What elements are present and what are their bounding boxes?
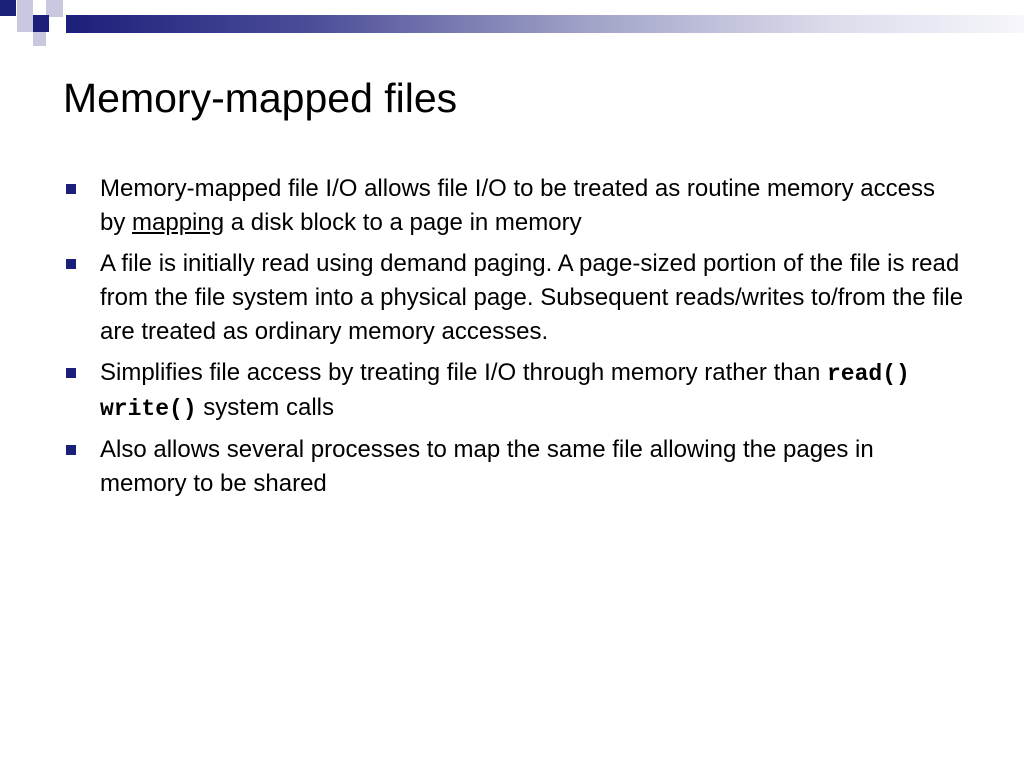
bullet-square-icon — [66, 184, 76, 194]
bullet-text: a disk block to a page in memory — [224, 209, 582, 236]
header-gradient-bar — [66, 15, 1024, 33]
decorative-square — [33, 32, 46, 46]
bullet-item: A file is initially read using demand pa… — [66, 247, 966, 349]
underlined-term: mapping — [132, 209, 225, 236]
bullet-item: Also allows several processes to map the… — [66, 433, 966, 501]
decorative-square — [17, 0, 33, 16]
bullet-text: system calls — [196, 394, 334, 421]
decorative-square — [46, 0, 63, 17]
bullet-text: Memory-mapped file I/O allows file I/O t… — [100, 175, 935, 236]
slide-title: Memory-mapped files — [63, 75, 458, 121]
bullet-square-icon — [66, 368, 76, 378]
bullet-item: Simplifies file access by treating file … — [66, 356, 966, 426]
bullet-text: Simplifies file access by treating file … — [100, 359, 827, 386]
code-snippet: read() write() — [100, 361, 910, 422]
decorative-square — [33, 15, 49, 32]
bullet-square-icon — [66, 259, 76, 269]
bullet-text: A file is initially read using demand pa… — [100, 250, 964, 345]
bullet-list: Memory-mapped file I/O allows file I/O t… — [66, 172, 966, 508]
decorative-square — [0, 0, 16, 16]
bullet-text: Also allows several processes to map the… — [100, 436, 874, 497]
bullet-square-icon — [66, 445, 76, 455]
decorative-square — [17, 15, 33, 32]
bullet-item: Memory-mapped file I/O allows file I/O t… — [66, 172, 966, 240]
